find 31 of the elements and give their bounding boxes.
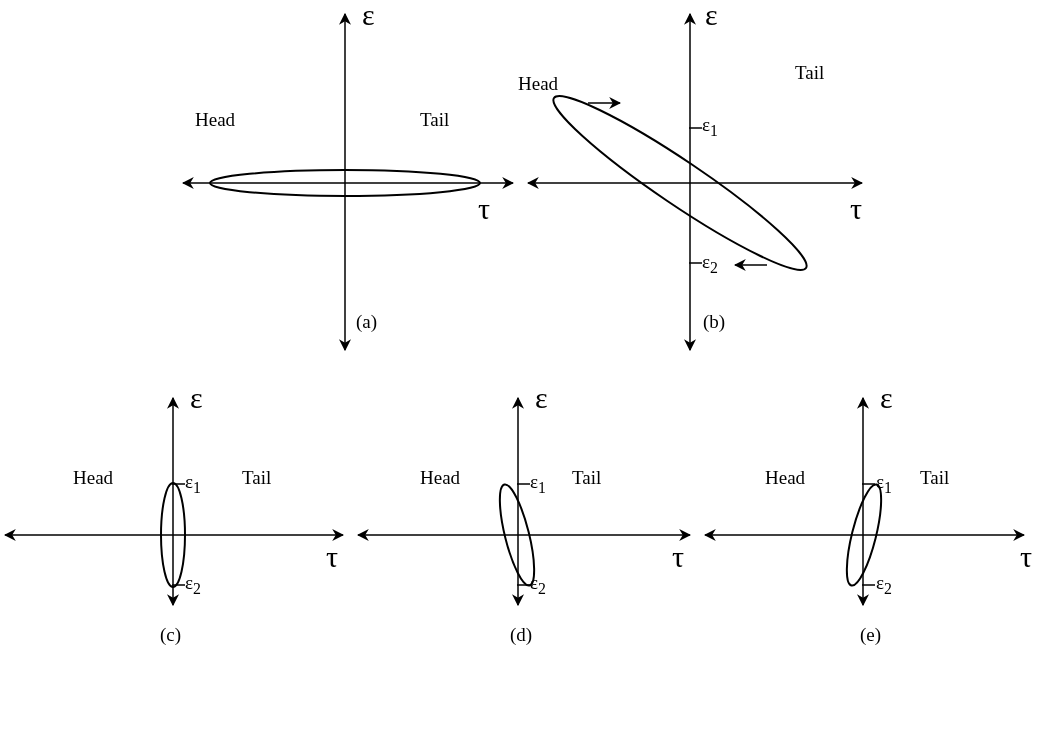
tick-label: ε$_{2}$ (185, 573, 201, 598)
tick-label: ε$_{1}$ (185, 472, 201, 497)
axis-label: ε (880, 381, 893, 414)
region-label: Head (420, 468, 461, 489)
panel-label: (e) (860, 625, 882, 646)
region-label: Head (73, 468, 114, 489)
region-label: Head (765, 468, 806, 489)
tick-label: ε$_{1}$ (530, 472, 546, 497)
region-label: Tail (420, 110, 450, 131)
region-label: Tail (795, 63, 825, 84)
panel-label: (b) (703, 312, 726, 333)
tick-label: ε$_{2}$ (876, 573, 892, 598)
axis-label: ε (705, 0, 718, 31)
axis-label: τ (478, 192, 491, 225)
panel-label: (c) (160, 625, 182, 646)
region-label: Tail (572, 468, 602, 489)
axis-label: τ (672, 540, 685, 573)
axis-label: τ (326, 540, 339, 573)
axis-label: ε (535, 381, 548, 414)
axis-label: ε (362, 0, 375, 31)
tick-label: ε$_{2}$ (702, 252, 718, 277)
panel-label: (a) (356, 312, 378, 333)
region-label: Tail (920, 468, 950, 489)
axis-label: ε (190, 381, 203, 414)
axis-label: τ (1020, 540, 1033, 573)
region-label: Head (195, 110, 236, 131)
axis-label: τ (850, 192, 863, 225)
region-label: Tail (242, 468, 272, 489)
region-label: Head (518, 74, 559, 95)
panel-label: (d) (510, 625, 533, 646)
tick-label: ε$_{1}$ (702, 115, 718, 140)
